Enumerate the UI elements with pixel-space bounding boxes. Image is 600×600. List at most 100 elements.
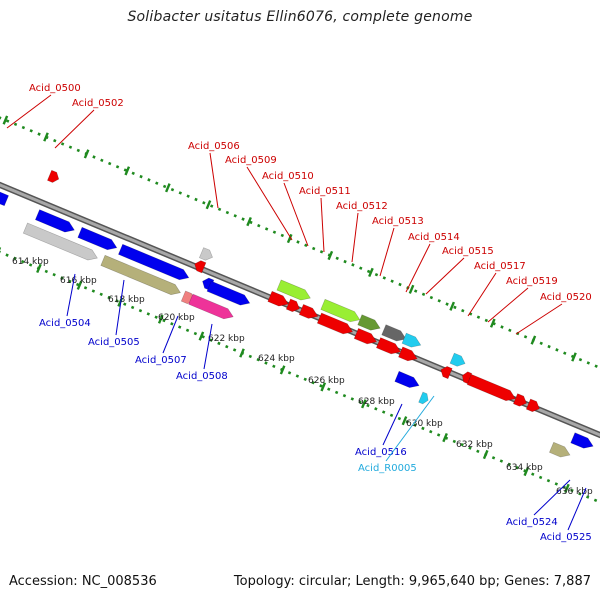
tick-dot	[225, 344, 229, 349]
kbp-tick-label: 632 kbp	[456, 440, 493, 450]
leader-line	[515, 303, 563, 335]
tick-mark	[2, 115, 9, 125]
tick-dot	[390, 279, 394, 283]
gene-0513	[357, 314, 381, 331]
gene-0508	[188, 293, 234, 320]
tick-dot	[311, 246, 316, 251]
leader-line	[203, 323, 213, 370]
leader-line	[209, 152, 219, 209]
kbp-tick-label: 626 kbp	[308, 376, 345, 386]
tick-mark	[442, 433, 448, 443]
tick-dot	[476, 449, 480, 453]
gene-0516	[394, 370, 420, 388]
tick-dot	[366, 269, 371, 274]
tick-dot	[107, 295, 111, 300]
tick-dot	[405, 420, 409, 424]
tick-dot	[178, 191, 183, 195]
gene-0505b	[118, 243, 190, 281]
tick-dot	[139, 174, 143, 179]
tick-dot	[209, 338, 213, 342]
tick-mark	[239, 348, 245, 358]
inner-tick-track	[0, 246, 598, 503]
tick-dot	[107, 161, 112, 166]
tick-mark	[564, 483, 570, 493]
tick-mark	[449, 301, 455, 311]
tick-dot	[366, 403, 370, 408]
tick-dot	[21, 259, 25, 264]
tick-dot	[303, 377, 307, 382]
gene-edge	[0, 189, 9, 207]
tick-dot	[374, 407, 378, 411]
leader-line	[54, 109, 95, 149]
tick-dot	[272, 364, 276, 368]
gene-0520b	[512, 393, 527, 407]
tick-dot	[52, 273, 56, 277]
tick-dot	[233, 214, 237, 218]
tick-dot	[130, 305, 135, 310]
tick-dot	[445, 302, 449, 306]
gene-label: Acid_0517	[474, 261, 526, 272]
tick-dot	[92, 155, 96, 159]
gene-label: Acid_0513	[372, 216, 424, 227]
gene-label: Acid_0502	[72, 98, 124, 109]
tick-dot	[343, 259, 347, 264]
leader-line	[320, 197, 325, 253]
gene-0514	[381, 324, 407, 342]
tick-dot	[217, 207, 222, 212]
tick-mark	[571, 352, 577, 362]
kbp-tick-label: 634 kbp	[506, 463, 543, 473]
gene-label: Acid_0512	[336, 201, 388, 212]
leader-line	[405, 243, 431, 293]
leader-line	[66, 273, 76, 317]
gene-0505	[100, 254, 181, 296]
gene-0506	[198, 247, 213, 261]
tick-dot	[429, 429, 433, 434]
tick-mark	[361, 399, 367, 409]
tick-dot	[185, 328, 190, 333]
tick-dot	[461, 308, 465, 313]
gene-label: Acid_0515	[442, 246, 494, 257]
tick-dot	[131, 171, 135, 176]
tick-mark	[523, 466, 530, 477]
tick-dot	[585, 495, 590, 499]
labels-top: Acid_0500Acid_0502Acid_0506Acid_0509Acid…	[6, 83, 592, 335]
tick-dot	[500, 325, 504, 329]
tick-dot	[170, 322, 174, 326]
tick-mark	[489, 318, 496, 328]
tick-mark	[43, 132, 49, 142]
tick-dot	[154, 315, 158, 319]
tick-dot	[296, 240, 300, 244]
topology-text: Topology: circular; Length: 9,965,640 bp…	[233, 574, 591, 589]
tick-dot	[13, 122, 18, 127]
tick-dot	[123, 302, 127, 306]
gene-0512	[320, 298, 361, 323]
tick-dot	[232, 348, 237, 352]
tick-dot	[146, 312, 151, 316]
gene-label: Acid_0519	[506, 276, 558, 287]
kbp-tick-label: 628 kbp	[358, 397, 395, 407]
tick-dot	[319, 250, 324, 254]
tick-dot	[374, 272, 379, 277]
leader-line	[567, 487, 587, 531]
gene-label: Acid_0514	[408, 232, 460, 243]
tick-dot	[508, 328, 512, 332]
tick-mark	[320, 382, 327, 392]
tick-dot	[359, 266, 363, 270]
tick-dot	[397, 416, 402, 421]
tick-dot	[586, 361, 591, 365]
kbp-tick-label: 616 kbp	[60, 276, 97, 286]
tick-mark	[157, 314, 164, 324]
tick-dot	[555, 348, 559, 352]
tick-dot	[162, 318, 166, 323]
leader-line	[379, 227, 395, 277]
tick-dot	[468, 446, 472, 450]
gene-0509	[276, 279, 311, 301]
leader-line	[533, 479, 571, 516]
gene-0510	[267, 290, 289, 307]
tick-dot	[68, 279, 72, 283]
tick-dot	[491, 456, 496, 460]
tick-dot	[170, 187, 175, 192]
tick-dot	[295, 374, 300, 378]
tick-dot	[358, 400, 362, 404]
